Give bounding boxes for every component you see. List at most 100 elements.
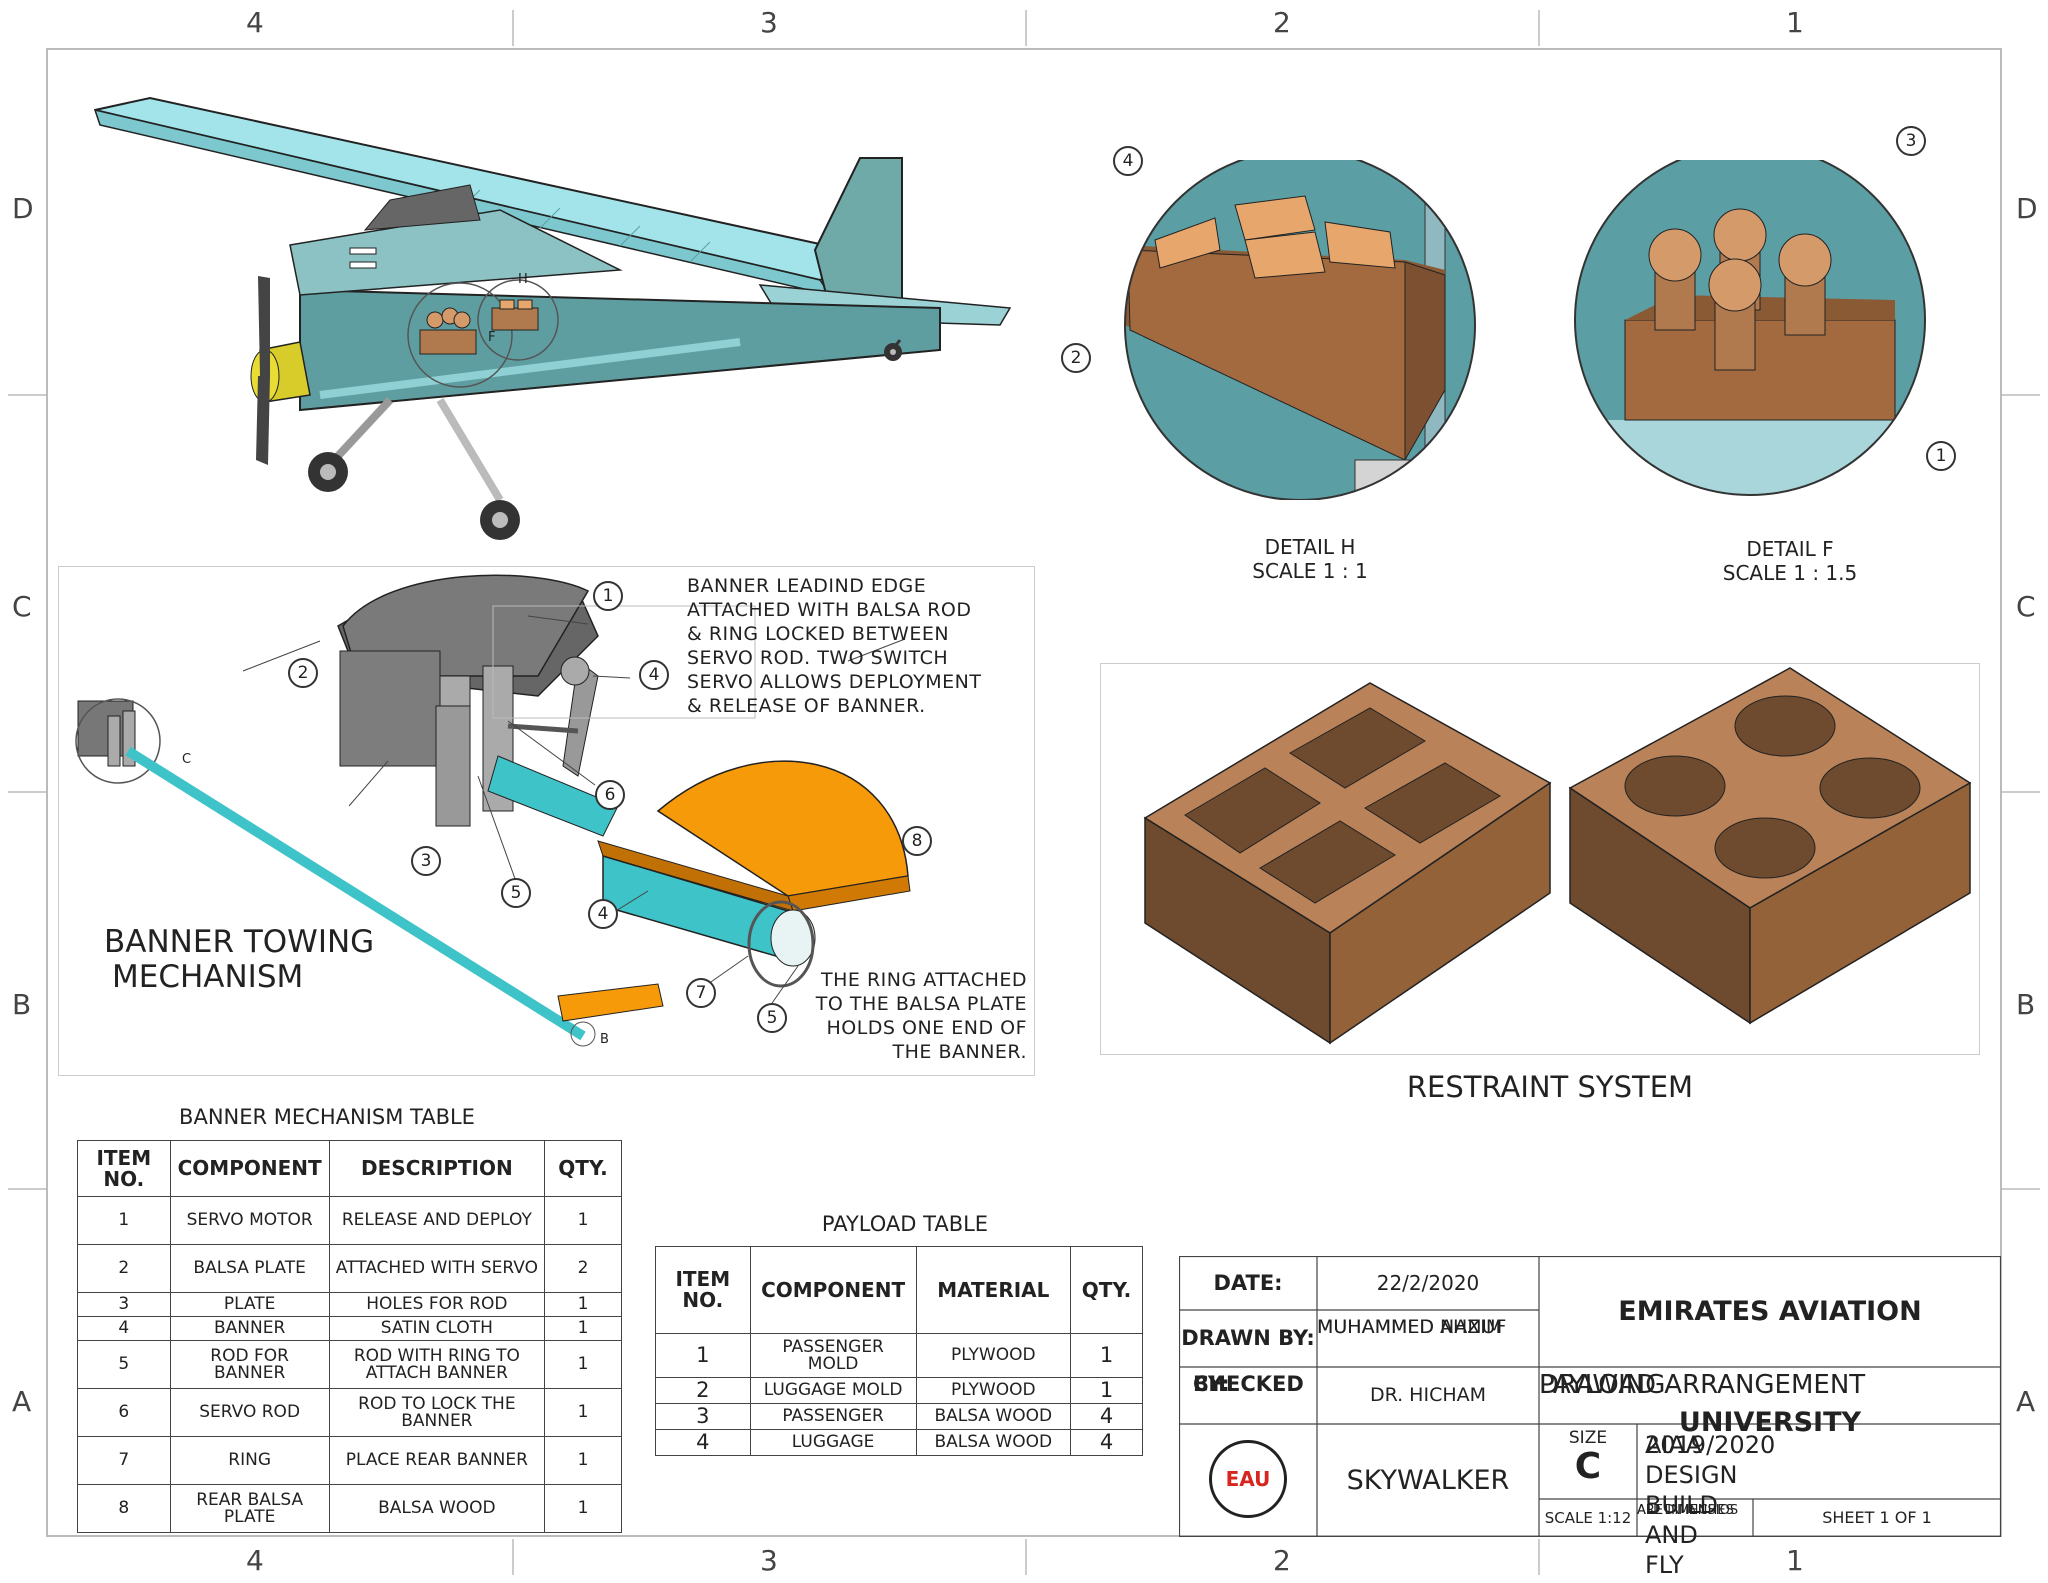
title-block: DATE: 22/2/2020 DRAWN BY: MUHAMMED AHNUF… [1179,1256,2001,1579]
project-line-1: AIAA DESIGN BUILD AND FLY [1645,1431,1738,1579]
cell: 4 [655,1429,751,1456]
cell: 1 [544,1340,622,1389]
zone-col-1-bottom: 1 [1786,1544,1804,1577]
detail-f-view [1574,160,1926,496]
cell: SERVO ROD [169,1388,330,1437]
cell: 7 [77,1436,171,1485]
banner-title-line-2: MECHANISM [112,959,304,995]
cell: PLYWOOD [915,1333,1072,1378]
zone-row-d: D [12,192,34,225]
cell: PASSENGER [749,1403,917,1430]
detail-h-scale: SCALE 1 : 1 [1252,559,1368,583]
banner-note-top: BANNER LEADIND EDGE ATTACHED WITH BALSA … [687,574,981,718]
cell: 1 [544,1196,622,1245]
zone-col-4-bottom: 4 [246,1544,264,1577]
banner-callout-4b: 4 [588,899,618,929]
banner-mechanism-title: BANNER TOWING MECHANISM [104,925,374,995]
cell: 1 [655,1333,751,1378]
banner-callout-4a: 4 [639,660,669,690]
zone-col-3: 3 [760,6,778,39]
zone-row-a: A [12,1385,32,1418]
banner-callout-5b: 5 [757,1003,787,1033]
team-name: SKYWALKER [1346,1465,1510,1496]
detail-h-marker: H [518,272,528,287]
cell: 1 [544,1436,622,1485]
drawing-title-line-1: PAYLOAD ARRANGEMENT [1539,1370,1866,1400]
drawn-by-name-2: MUHAMMED NAZIM [1317,1316,1503,1338]
note-top-line: SERVO ROD. TWO SWITCH [687,647,949,669]
detail-f-callout-3: 3 [1896,126,1926,156]
banner-callout-1: 1 [593,581,623,611]
eau-logo: EAU [1209,1440,1287,1518]
cell: 5 [77,1340,171,1389]
zone-col-1: 1 [1786,6,1804,39]
drawing-title-line-2: DRAWING [1539,1370,1666,1400]
cell: 4 [77,1316,171,1341]
zone-row-a-right: A [2016,1385,2036,1418]
cell: BALSA WOOD [328,1484,546,1533]
zone-col-4: 4 [246,6,264,39]
cell: 3 [655,1403,751,1430]
cell: LUGGAGE MOLD [749,1377,917,1404]
note-bottom-line: THE BANNER. [892,1041,1027,1063]
checked-label-line-2: BY: [1193,1372,1230,1396]
zone-row-b-right: B [2016,988,2036,1021]
cell: 1 [544,1388,622,1437]
banner-title-line-1: BANNER TOWING [104,924,375,960]
banner-callout-7: 7 [686,978,716,1008]
cell: ROD WITH RING TO ATTACH BANNER [328,1340,546,1389]
banner-col-component: COMPONENT [169,1140,330,1197]
note-bottom-line: HOLDS ONE END OF [826,1017,1027,1039]
cell: PLYWOOD [915,1377,1072,1404]
date-label: DATE: [1213,1271,1283,1295]
date-value: 22/2/2020 [1376,1271,1480,1295]
note-top-line: & RING LOCKED BETWEEN [687,623,950,645]
restraint-panel [1100,663,1980,1055]
zone-row-c-right: C [2016,590,2036,623]
cell: RELEASE AND DEPLOY [328,1196,546,1245]
cell: SERVO MOTOR [169,1196,330,1245]
detail-c-marker: C [182,752,192,767]
checked-label-line-1: CHECKED [1193,1372,1304,1396]
drawn-by-name-1: MUHAMMED AHNUF [1317,1316,1507,1338]
units-line-2: ARE IN INCHES [1637,1503,1734,1518]
drawing-frame [46,48,2002,1537]
detail-f-caption: DETAIL F SCALE 1 : 1.5 [1690,537,1890,585]
cell: 1 [544,1292,622,1317]
banner-col-item: ITEM NO. [77,1140,171,1197]
cell: 6 [77,1388,171,1437]
cell: ATTACHED WITH SERVO [328,1244,546,1293]
cell: 4 [1070,1403,1143,1430]
cell: 3 [77,1292,171,1317]
eau-logo-text: EAU [1225,1467,1271,1491]
banner-callout-2: 2 [288,658,318,688]
cell: ROD FOR BANNER [169,1340,330,1389]
cell: REAR BALSA PLATE [169,1484,330,1533]
size-label: SIZE [1568,1428,1608,1448]
banner-callout-6: 6 [595,780,625,810]
banner-mechanism-view [75,574,911,1047]
cell: HOLES FOR ROD [328,1292,546,1317]
zone-col-2: 2 [1273,6,1291,39]
payload-col-item: ITEM NO. [655,1246,751,1334]
banner-table-title: BANNER MECHANISM TABLE [179,1105,475,1129]
detail-h-callout-2: 2 [1061,343,1091,373]
restraint-system-title: RESTRAINT SYSTEM [1406,1070,1694,1104]
cell: 1 [1070,1377,1143,1404]
detail-h-callout-4: 4 [1113,146,1143,176]
cell: BALSA PLATE [169,1244,330,1293]
banner-panel [58,566,1035,1076]
banner-callout-8: 8 [902,826,932,856]
note-top-line: BANNER LEADIND EDGE [687,575,927,597]
cell: 8 [77,1484,171,1533]
banner-col-description: DESCRIPTION [328,1140,546,1197]
cell: PLACE REAR BANNER [328,1436,546,1485]
note-top-line: & RELEASE OF BANNER. [687,695,926,717]
drawing-scale: SCALE 1:12 [1544,1509,1632,1527]
